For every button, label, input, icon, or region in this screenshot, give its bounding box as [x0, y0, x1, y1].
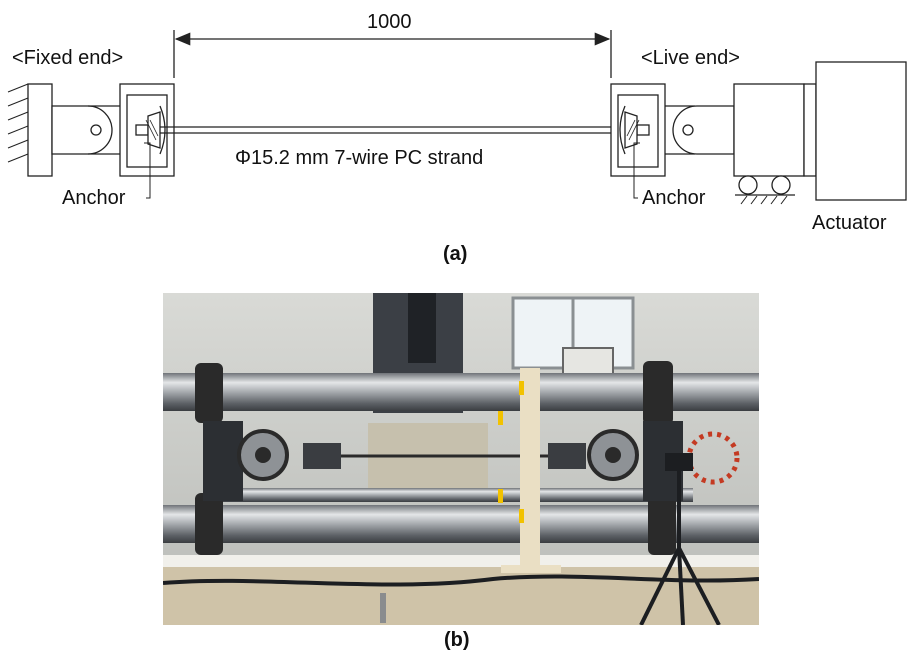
- yellow-tag-upper-left: [498, 411, 503, 425]
- left-anchor-frame: [119, 83, 175, 177]
- anchor-block-left: [303, 443, 341, 469]
- pc-strand: [160, 126, 626, 134]
- anchor-right-label: Anchor: [642, 187, 706, 209]
- span-dimension-label: 1000: [367, 11, 412, 33]
- actuator-rollers: [735, 175, 795, 196]
- anchor-left-label: Anchor: [62, 187, 126, 209]
- strand-label: Φ15.2 mm 7-wire PC strand: [235, 147, 484, 169]
- camera-tripod: [639, 471, 721, 625]
- yellow-tag-lower-right: [519, 509, 524, 523]
- collar-left-lower: [195, 493, 223, 555]
- roller-ground-hatch: [740, 195, 788, 205]
- machine-cabinet: [368, 423, 488, 498]
- actuator-label: Actuator: [812, 212, 887, 234]
- photo-illustration: [163, 293, 759, 625]
- camera: [665, 453, 693, 471]
- yellow-tag-upper-right: [519, 381, 524, 395]
- yellow-tag-lower-left: [498, 489, 503, 503]
- anchor-right-leader: [633, 142, 640, 199]
- lab-floor: [163, 563, 759, 625]
- left-clevis: [51, 105, 120, 155]
- anchor-block-right: [548, 443, 586, 469]
- test-setup-schematic: [7, 30, 907, 205]
- caption-a: (a): [443, 243, 468, 265]
- anchor-left-leader: [144, 142, 151, 199]
- fixed-reaction-block: [27, 83, 53, 177]
- actuator-body: [733, 61, 907, 201]
- collar-right-lower: [648, 493, 676, 555]
- fixed-wall-hatch: [7, 83, 29, 163]
- right-anchor-frame: [610, 83, 666, 177]
- right-clevis: [665, 105, 735, 155]
- center-support: [520, 368, 540, 573]
- span-dimension-line: [173, 30, 612, 78]
- collar-left-upper: [195, 363, 223, 423]
- caption-b: (b): [444, 629, 470, 651]
- floor-bolt: [380, 593, 386, 623]
- live-end-label: <Live end>: [641, 47, 740, 69]
- fixed-end-label: <Fixed end>: [12, 47, 124, 69]
- test-setup-photo: [163, 293, 759, 625]
- collar-right-upper: [643, 361, 673, 425]
- middle-tie-rod: [223, 488, 693, 502]
- cable-bundle: [163, 574, 759, 587]
- end-plate-left: [203, 421, 243, 501]
